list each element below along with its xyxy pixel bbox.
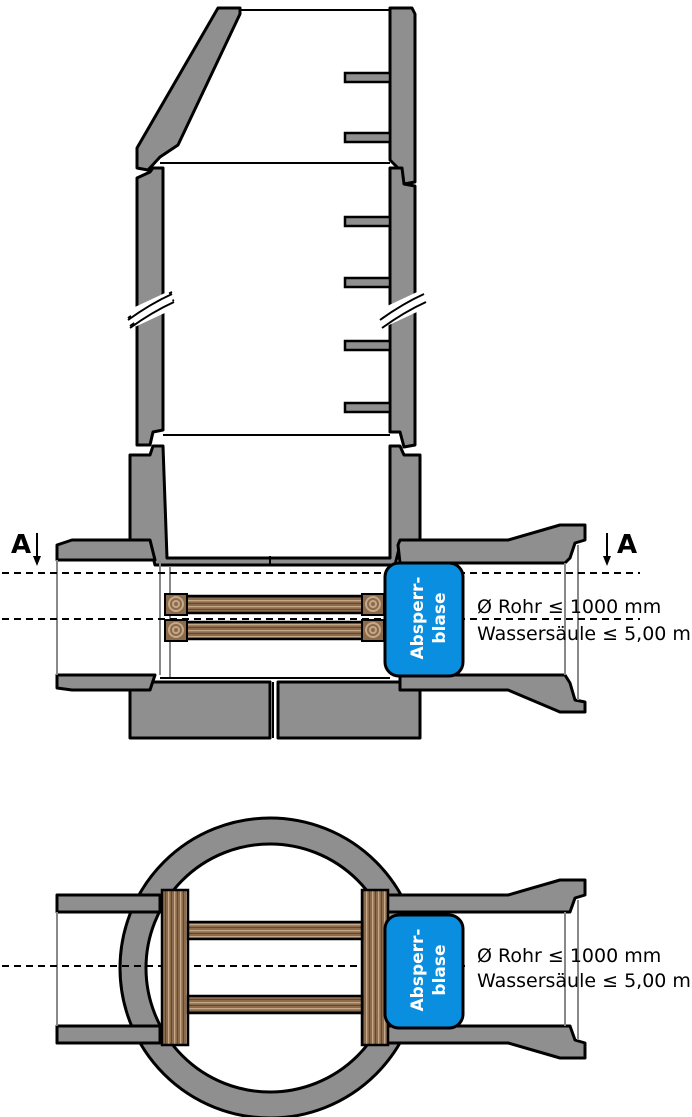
arrow-down-icon bbox=[603, 533, 611, 566]
section-marker-right: A bbox=[603, 530, 637, 566]
pipe-bladder-icon: Absperr- blase bbox=[383, 913, 465, 1030]
left-pipe-plan bbox=[55, 893, 162, 1045]
wood-beams-plan bbox=[160, 888, 390, 1047]
right-pipe bbox=[396, 523, 587, 714]
pipe-bladder-icon: Absperr- blase bbox=[383, 561, 465, 678]
manhole-cone bbox=[135, 6, 417, 186]
wood-beam-plan bbox=[186, 994, 364, 1015]
wood-beam-plan bbox=[186, 920, 364, 941]
section-label-right: A bbox=[617, 530, 637, 560]
manhole-rings bbox=[127, 166, 427, 449]
wood-beam bbox=[183, 594, 367, 615]
wood-beams-section bbox=[164, 593, 385, 642]
spec-text-section: Ø Rohr ≤ 1000 mm Wassersäule ≤ 5,00 m bbox=[477, 596, 691, 645]
spec-text-plan: Ø Rohr ≤ 1000 mm Wassersäule ≤ 5,00 m bbox=[477, 945, 691, 992]
bladder-label-line1-plan: Absperr- bbox=[408, 929, 428, 1012]
wood-beam-end-icon bbox=[164, 593, 385, 642]
spec-pipe-diameter: Ø Rohr ≤ 1000 mm bbox=[477, 596, 661, 618]
section-view: Absperr- blase A A Ø Rohr ≤ 1000 mm Wass… bbox=[2, 6, 691, 740]
manhole-ring-plan bbox=[118, 816, 422, 1117]
bladder-label-line1: Absperr- bbox=[408, 577, 428, 660]
bladder-label-line2-plan: blase bbox=[430, 944, 450, 995]
spec-pipe-diameter-plan: Ø Rohr ≤ 1000 mm bbox=[477, 945, 661, 967]
right-pipe-plan bbox=[383, 878, 587, 1060]
section-lines bbox=[2, 572, 640, 620]
plan-view: Absperr- blase Ø Rohr ≤ 1000 mm Wassersä… bbox=[2, 816, 691, 1117]
spec-water-column: Wassersäule ≤ 5,00 m bbox=[477, 623, 691, 645]
spec-water-column-plan: Wassersäule ≤ 5,00 m bbox=[477, 970, 691, 992]
section-label-left: A bbox=[11, 530, 31, 560]
arrow-down-icon bbox=[33, 533, 41, 566]
ladder-steps bbox=[343, 71, 392, 414]
wood-post-left bbox=[160, 888, 190, 1047]
section-marker-left: A bbox=[11, 530, 41, 566]
manhole-base bbox=[128, 444, 422, 740]
wood-beam bbox=[183, 620, 367, 641]
bladder-label-line2: blase bbox=[430, 592, 450, 643]
